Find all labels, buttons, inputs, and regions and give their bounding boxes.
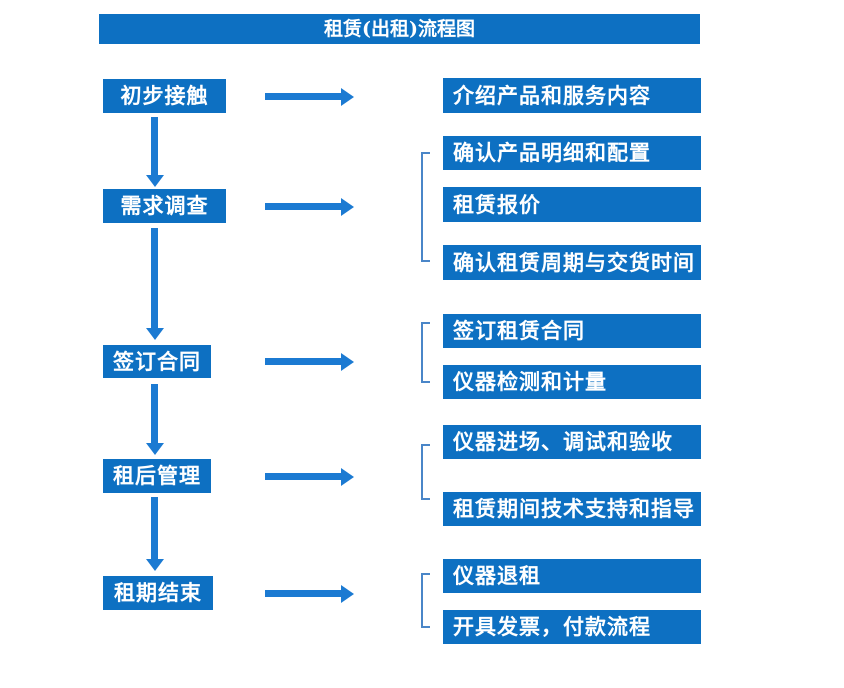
right-arrow-4 <box>265 473 341 480</box>
step-box-demand-survey: 需求调查 <box>103 189 226 223</box>
down-arrow-1 <box>151 117 158 175</box>
right-arrow-2 <box>265 203 341 210</box>
down-arrow-2 <box>151 228 158 328</box>
detail-box: 租赁期间技术支持和指导 <box>443 492 701 526</box>
group-bracket-3 <box>421 322 430 383</box>
detail-box: 租赁报价 <box>443 187 701 222</box>
group-bracket-4 <box>421 444 430 500</box>
detail-box: 确认产品明细和配置 <box>443 136 701 170</box>
step-box-sign-contract: 签订合同 <box>103 345 211 378</box>
group-bracket-5 <box>421 573 430 628</box>
right-arrow-5 <box>265 590 341 597</box>
step-box-rental-end: 租期结束 <box>103 576 213 610</box>
right-arrow-3 <box>265 358 341 365</box>
detail-box: 仪器进场、调试和验收 <box>443 425 701 459</box>
right-arrow-1 <box>265 93 341 100</box>
detail-box: 签订租赁合同 <box>443 314 701 348</box>
detail-box: 仪器检测和计量 <box>443 365 701 399</box>
step-box-post-rental-management: 租后管理 <box>103 459 211 493</box>
down-arrow-3 <box>151 384 158 443</box>
down-arrow-4 <box>151 497 158 559</box>
detail-box: 开具发票，付款流程 <box>443 610 701 644</box>
group-bracket-2 <box>421 152 430 262</box>
detail-box: 确认租赁周期与交货时间 <box>443 245 701 280</box>
step-box-initial-contact: 初步接触 <box>103 79 226 113</box>
detail-box: 介绍产品和服务内容 <box>443 78 701 113</box>
flowchart-title: 租赁(出租)流程图 <box>99 14 700 44</box>
detail-box: 仪器退租 <box>443 559 701 593</box>
